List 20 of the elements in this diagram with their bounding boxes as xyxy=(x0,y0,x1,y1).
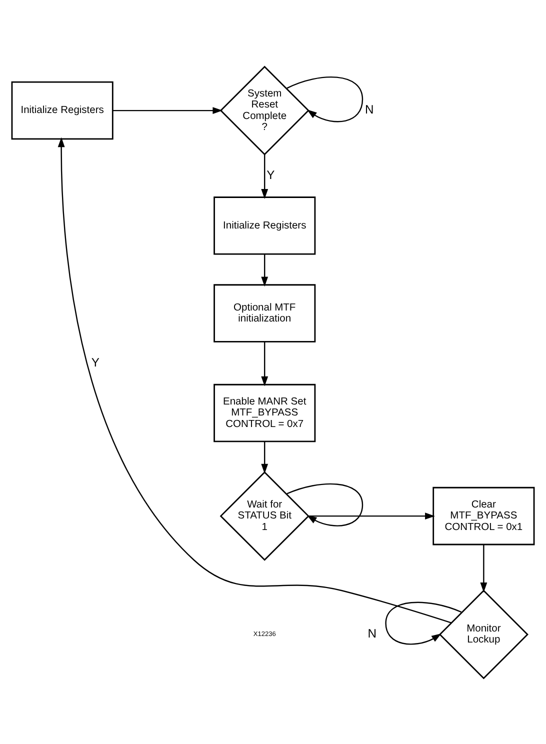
edge-label: N xyxy=(368,626,377,640)
arrow xyxy=(261,154,268,198)
node-diamond: System Reset Complete ? xyxy=(220,65,310,155)
node-box: Clear MTF_BYPASS CONTROL = 0x1 xyxy=(432,486,535,545)
node-diamond: Wait for STATUS Bit 1 xyxy=(220,470,310,560)
node-box: Optional MTF initialization xyxy=(214,284,316,342)
node-box: Initialize Registers xyxy=(214,196,316,254)
arrow xyxy=(308,512,435,520)
arrow xyxy=(261,441,268,474)
arrow xyxy=(261,254,268,286)
edge-label: Y xyxy=(91,354,100,369)
node-diamond: Monitor Lockup xyxy=(438,589,528,679)
edge-label: Y xyxy=(266,167,274,182)
arrow xyxy=(112,106,223,114)
arrow xyxy=(261,341,268,386)
edge-label: N xyxy=(365,102,374,116)
node-box: Enable MANR Set MTF_BYPASS CONTROL = 0x7 xyxy=(214,383,316,442)
node-box: Initialize Registers xyxy=(11,80,114,140)
arrow xyxy=(58,136,452,623)
arrow xyxy=(480,544,488,592)
